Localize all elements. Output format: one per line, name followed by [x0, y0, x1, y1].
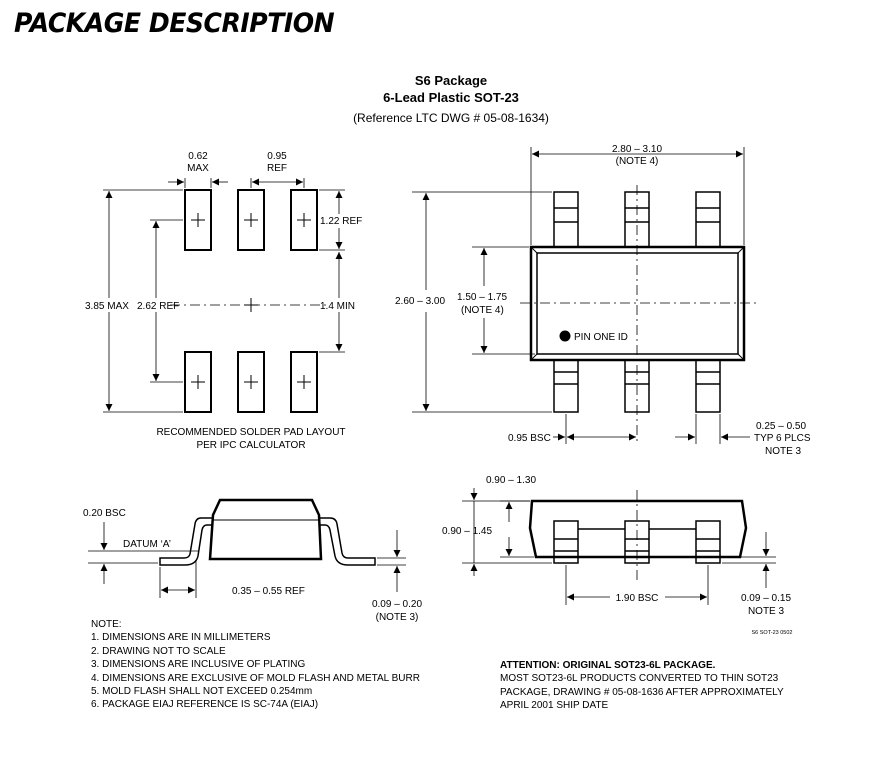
note-line: 5. MOLD FLASH SHALL NOT EXCEED 0.254mm: [91, 686, 313, 698]
lead-pitch-dimension: [553, 414, 636, 444]
right-lead: [320, 517, 376, 566]
lead-width-label-2: TYP 6 PLCS: [754, 433, 811, 444]
end-height-dimension: [500, 500, 534, 558]
header-reference: (Reference LTC DWG # 05-08-1634): [353, 111, 549, 125]
top-leads: [553, 191, 721, 248]
attention-line: PACKAGE, DRAWING # 05-08-1636 AFTER APPR…: [500, 686, 784, 698]
note-line: 6. PACKAGE EIAJ REFERENCE IS SC-74A (EIA…: [91, 699, 319, 711]
page-title: PACKAGE DESCRIPTION: [14, 8, 335, 39]
body-height-label: 1.50 – 1.75: [457, 292, 507, 303]
pad-height-dimension: [319, 189, 345, 353]
lead-thickness-label-2: (NOTE 3): [376, 612, 419, 623]
foot-length-dimension: [159, 560, 197, 598]
note-line: 4. DIMENSIONS ARE EXCLUSIVE OF MOLD FLAS…: [91, 672, 420, 684]
package-body: [529, 245, 746, 362]
side-bsc-dimension: [88, 522, 158, 584]
total-height-dimension: [412, 191, 552, 413]
pad-height-label: 1.22 REF: [320, 216, 362, 227]
side-view: [88, 498, 406, 598]
lead-pitch-label: 0.95 BSC: [508, 433, 551, 444]
end-body: [528, 499, 748, 559]
solder-pad: [290, 351, 318, 413]
pad-caption-line2: PER IPC CALCULATOR: [196, 440, 305, 451]
pad-pitch-label: 0.95: [267, 151, 287, 162]
attention-block: ATTENTION: ORIGINAL SOT23-6L PACKAGE. MO…: [500, 659, 784, 713]
lead-width-dimension: [675, 414, 750, 444]
lead-thickness-dimension: [377, 530, 406, 592]
pad-pitch-label-2: REF: [267, 163, 287, 174]
solder-pad: [237, 351, 265, 413]
solder-pad-layout: [103, 178, 345, 413]
pad-outer-dimension: [103, 189, 183, 413]
solder-pad: [237, 189, 265, 251]
foot-length-label: 0.35 – 0.55 REF: [232, 586, 305, 597]
pad-outer-label: 3.85 MAX: [85, 301, 129, 312]
end-height-label: 0.90 – 1.45: [442, 526, 492, 537]
lead-width-label: 0.25 – 0.50: [756, 421, 806, 432]
length-label: 2.80 – 3.10: [612, 144, 662, 155]
pad-width-dimension: [168, 178, 228, 188]
pad-inner-dimension: [150, 219, 183, 383]
pin-one-label: PIN ONE ID: [574, 332, 628, 343]
pad-width-label: 0.62: [188, 151, 208, 162]
solder-pad-labels: 0.62 MAX 0.95 REF 1.22 REF 1.4 MIN 2.62 …: [85, 151, 362, 451]
header-package-type: 6-Lead Plastic SOT-23: [383, 90, 519, 105]
note-line: 1. DIMENSIONS ARE IN MILLIMETERS: [91, 632, 271, 644]
package-header: S6 Package 6-Lead Plastic SOT-23 (Refere…: [353, 73, 549, 125]
attention-line: APRIL 2001 SHIP DATE: [500, 700, 609, 712]
end-view-labels: 0.90 – 1.30 0.90 – 1.45 1.90 BSC 0.09 – …: [442, 475, 792, 636]
end-bsc-label: 1.90 BSC: [616, 593, 659, 604]
end-view: [462, 488, 776, 605]
attention-heading: ATTENTION: ORIGINAL SOT23-6L PACKAGE.: [500, 660, 716, 671]
body-height-label-2: (NOTE 4): [461, 305, 504, 316]
length-label-2: (NOTE 4): [616, 156, 659, 167]
pad-gap-label: 1.4 MIN: [320, 301, 355, 312]
note-line: 2. DRAWING NOT TO SCALE: [91, 645, 226, 657]
datum-label: DATUM ‘A’: [123, 539, 171, 550]
solder-pad: [290, 189, 318, 251]
end-top-label: 0.90 – 1.30: [486, 475, 536, 486]
side-body: [208, 498, 323, 561]
header-package-name: S6 Package: [415, 73, 487, 88]
pad-pitch-dimension: [250, 178, 305, 188]
end-right-label: 0.09 – 0.15: [741, 593, 791, 604]
end-right-dimension: [722, 532, 776, 588]
left-lead: [159, 517, 212, 566]
pad-inner-label: 2.62 REF: [137, 301, 179, 312]
pad-caption-line1: RECOMMENDED SOLDER PAD LAYOUT: [156, 427, 345, 438]
top-view: [412, 147, 756, 445]
end-bsc-dimension: [565, 565, 709, 605]
attention-line: MOST SOT23-6L PRODUCTS CONVERTED TO THIN…: [500, 673, 779, 685]
drawing-id: S6 SOT-23 0502: [752, 630, 793, 636]
length-dimension: [530, 147, 745, 245]
lead-width-label-3: NOTE 3: [765, 446, 802, 457]
pad-center-marks: [191, 213, 311, 389]
body-height-dimension: [472, 246, 535, 355]
note-line: NOTE:: [91, 619, 122, 630]
side-bsc-label: 0.20 BSC: [83, 508, 126, 519]
pin-one-dot: [559, 330, 571, 342]
total-height-label: 2.60 – 3.00: [395, 296, 445, 307]
lead-thickness-label: 0.09 – 0.20: [372, 599, 422, 610]
note-line: 3. DIMENSIONS ARE INCLUSIVE OF PLATING: [91, 659, 306, 671]
top-view-labels: 2.80 – 3.10 (NOTE 4) 2.60 – 3.00 1.50 – …: [395, 144, 811, 457]
side-view-labels: 0.20 BSC DATUM ‘A’ 0.35 – 0.55 REF 0.09 …: [83, 508, 422, 623]
solder-pad: [184, 189, 212, 251]
end-right-label-2: NOTE 3: [748, 606, 785, 617]
solder-pad: [184, 351, 212, 413]
notes-block: NOTE: 1. DIMENSIONS ARE IN MILLIMETERS 2…: [91, 618, 420, 712]
pad-width-label-2: MAX: [187, 163, 209, 174]
